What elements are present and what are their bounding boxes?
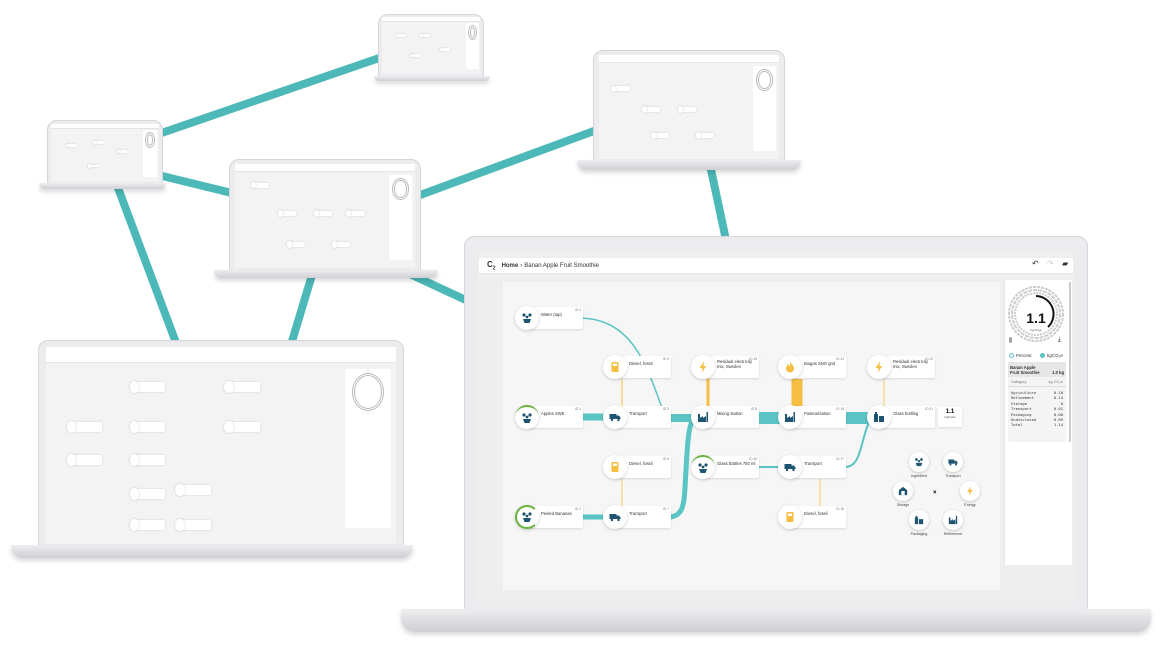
category-transport[interactable]	[943, 452, 963, 472]
ingredient-icon	[697, 462, 709, 474]
truck-icon	[784, 461, 796, 473]
breadcrumb-separator: ›	[520, 262, 523, 269]
redo-icon[interactable]: ↷	[1047, 259, 1054, 268]
network-line	[114, 184, 182, 352]
toggle-kgco2e[interactable]: kgCO₂e	[1040, 353, 1063, 358]
laptop-screen	[46, 347, 396, 544]
ingredient-icon	[521, 511, 533, 523]
gauge-caption: kg CO₂e	[1030, 328, 1042, 332]
laptop-screen	[51, 124, 159, 182]
network-line	[146, 169, 244, 199]
network-line	[146, 51, 392, 141]
flow-transport3	[844, 419, 871, 468]
laptop-screen	[599, 55, 779, 159]
panel-scrollbar[interactable]	[1069, 282, 1071, 442]
network-line	[408, 271, 474, 306]
energy-icon	[697, 361, 709, 373]
network-line	[408, 124, 606, 202]
undo-icon[interactable]: ↶	[1032, 259, 1039, 268]
category-energy[interactable]	[960, 481, 980, 501]
flow-water	[577, 317, 663, 409]
fuel-icon	[609, 361, 621, 373]
flame-icon	[784, 361, 796, 373]
packaging-icon	[873, 411, 885, 423]
breadcrumb-title: Banan Apple Fruit Smoothie	[524, 262, 599, 269]
flow-transport2	[667, 415, 698, 520]
toggle-percent[interactable]: Percent	[1009, 353, 1032, 358]
fuel-icon	[784, 511, 796, 523]
ingredient-icon	[521, 412, 533, 424]
gauge-value: 1.1	[1026, 310, 1046, 326]
category-packaging[interactable]	[909, 510, 929, 530]
app-header: C2 Home › Banan Apple Fruit Smoothie ↶ ↷…	[479, 258, 1073, 274]
truck-icon	[609, 411, 621, 423]
factory-icon	[784, 411, 796, 423]
comment-icon[interactable]: ▰	[1062, 259, 1069, 268]
tree-view-icon[interactable]: ⫼	[1009, 338, 1012, 344]
category-refinement[interactable]	[943, 510, 963, 530]
category-ingredient[interactable]	[909, 452, 929, 472]
network-line	[706, 161, 730, 244]
energy-icon	[873, 361, 885, 373]
download-icon[interactable]: ⤓	[1058, 337, 1061, 343]
laptop-screen	[235, 164, 415, 268]
truck-icon	[609, 511, 621, 523]
co2-gauge	[1008, 286, 1064, 342]
breadcrumb-home[interactable]: Home	[501, 262, 519, 269]
factory-icon	[697, 411, 709, 423]
flow-canvas[interactable]	[503, 282, 1000, 590]
category-storage[interactable]	[893, 481, 913, 501]
app-logo[interactable]: C2	[487, 259, 496, 272]
network-line	[286, 271, 316, 352]
fuel-icon	[609, 461, 621, 473]
laptop-screen	[382, 17, 480, 74]
close-icon[interactable]: ×	[933, 490, 937, 496]
ingredient-icon	[521, 312, 533, 324]
